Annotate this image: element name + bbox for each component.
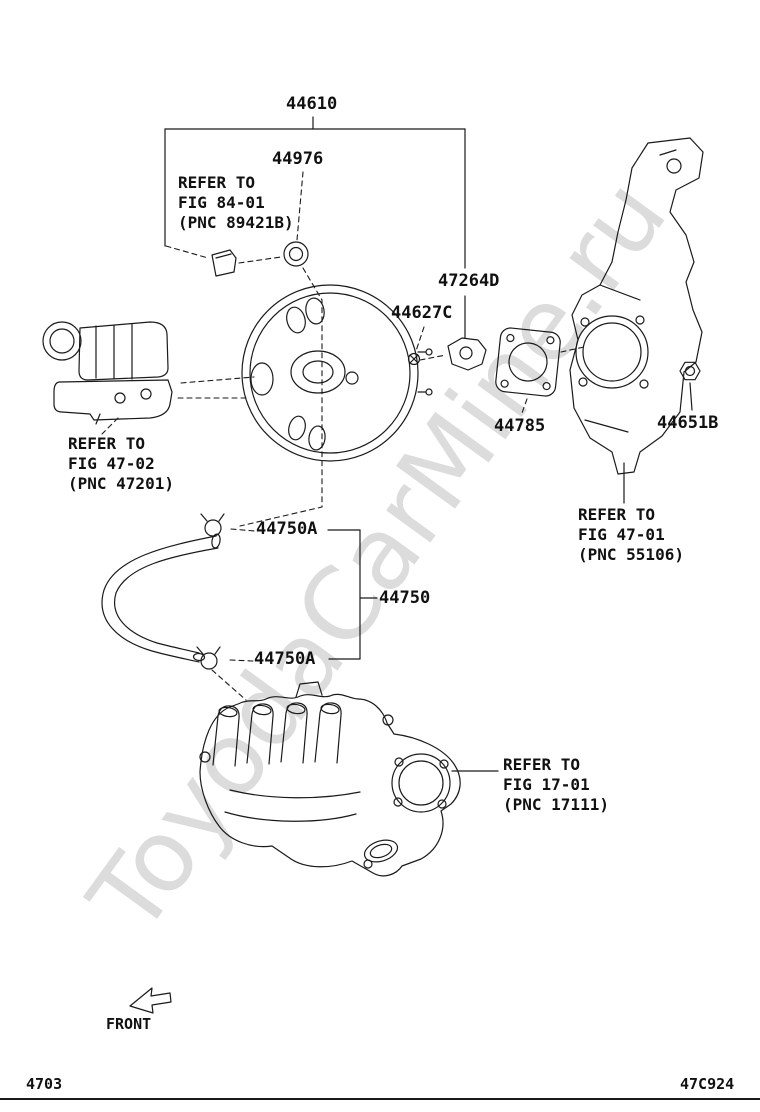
ref-line-1: REFER TO [578, 505, 656, 524]
front-label: FRONT [106, 1015, 152, 1033]
page-code-left: 4703 [26, 1075, 63, 1093]
part-label-44976: 44976 [272, 149, 324, 169]
part-label-44785: 44785 [494, 416, 546, 436]
leader-lines-dashed [101, 171, 585, 701]
bracket-drawing [569, 137, 704, 475]
part-label-44610: 44610 [286, 94, 338, 114]
stud-drawing [407, 352, 421, 366]
hose-drawing [101, 533, 221, 663]
ref-fig-17-01: REFER TO FIG 17-01 (PNC 17111) [503, 755, 609, 815]
leader-lines-solid [164, 116, 693, 772]
ref-fig-47-01: REFER TO FIG 47-01 (PNC 55106) [578, 505, 684, 565]
ref-line-3: (PNC 47201) [68, 474, 174, 493]
clamp-bracket-drawing [447, 337, 487, 371]
ref-fig-84-01: REFER TO FIG 84-01 (PNC 89421B) [178, 173, 294, 233]
nut-drawing [679, 361, 701, 381]
ref-line-2: FIG 47-02 [68, 454, 155, 473]
ref-line-2: FIG 17-01 [503, 775, 590, 794]
gasket-drawing [495, 327, 561, 397]
part-label-44750A-upper: 44750A [256, 519, 318, 539]
part-label-44750A-lower: 44750A [254, 649, 316, 669]
grommet-drawing [211, 241, 309, 277]
part-label-44651B: 44651B [657, 413, 719, 433]
brake-booster-drawing [241, 284, 433, 462]
master-cylinder-drawing [42, 321, 173, 425]
ref-line-1: REFER TO [68, 434, 146, 453]
ref-fig-47-02: REFER TO FIG 47-02 (PNC 47201) [68, 434, 174, 494]
ref-line-2: FIG 47-01 [578, 525, 665, 544]
part-label-47264D: 47264D [438, 271, 500, 291]
part-label-44750: 44750 [379, 588, 431, 608]
ref-line-3: (PNC 89421B) [178, 213, 294, 232]
intake-manifold-drawing [199, 681, 461, 877]
ref-line-2: FIG 84-01 [178, 193, 265, 212]
hose-clamp-upper-drawing [200, 513, 225, 537]
part-label-44627C: 44627C [391, 303, 453, 323]
ref-line-3: (PNC 17111) [503, 795, 609, 814]
hose-clamp-lower-drawing [196, 646, 221, 670]
ref-line-1: REFER TO [178, 173, 256, 192]
front-arrow-icon [129, 987, 172, 1014]
ref-line-1: REFER TO [503, 755, 581, 774]
ref-line-3: (PNC 55106) [578, 545, 684, 564]
page-code-right: 47C924 [680, 1075, 735, 1093]
